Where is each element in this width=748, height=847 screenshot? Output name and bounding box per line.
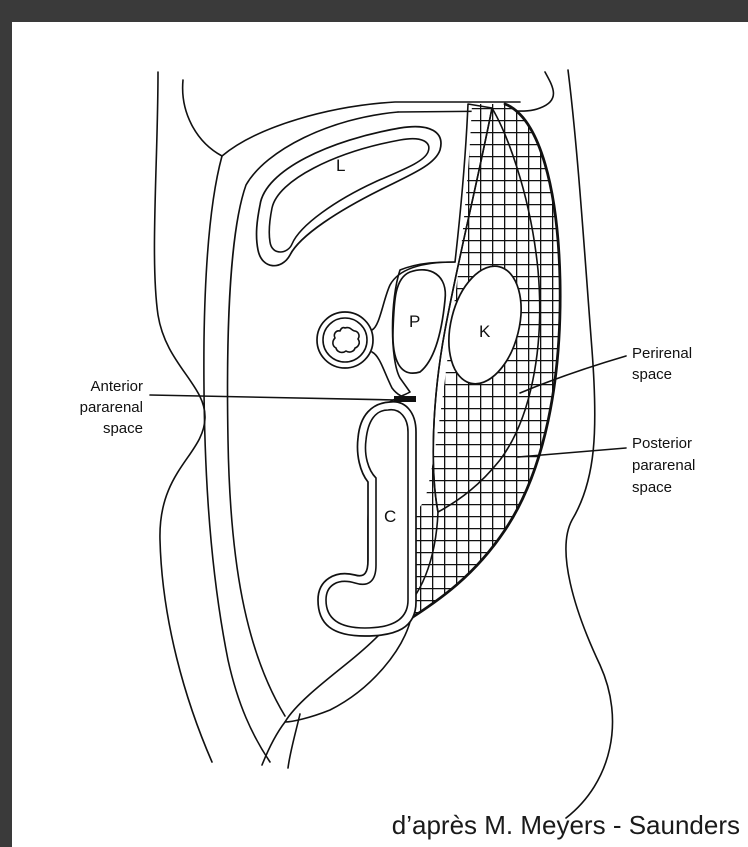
anterior-pararenal-leader-tip <box>394 396 416 402</box>
liver-label: L <box>336 156 345 175</box>
colon-label: C <box>384 507 396 526</box>
anterior-pararenal-leader-line <box>150 395 396 400</box>
anterior-pararenal-label-line-2: pararenal <box>80 399 143 416</box>
anterior-pararenal-label-line-3: space <box>103 420 143 437</box>
left-abdominal-wall-outer <box>183 80 270 762</box>
right-skin-outline <box>566 70 613 818</box>
kidney-label: K <box>479 322 491 341</box>
source-credit: d’après M. Meyers - Saunders <box>392 810 740 841</box>
left-skin-outline <box>154 72 212 762</box>
perirenal-label-line-2: space <box>632 366 672 383</box>
anterior-pararenal-label-line-1: Anterior <box>90 378 143 395</box>
perirenal-label-line-1: Perirenal <box>632 345 692 362</box>
posterior-pararenal-label-line-2: pararenal <box>632 457 695 474</box>
posterior-pararenal-label-line-1: Posterior <box>632 435 692 452</box>
small-bowel-outer-wall <box>317 312 373 368</box>
pancreas-label: P <box>409 312 420 331</box>
posterior-pararenal-label-line-3: space <box>632 479 672 496</box>
lower-converging-line-1 <box>262 722 285 765</box>
